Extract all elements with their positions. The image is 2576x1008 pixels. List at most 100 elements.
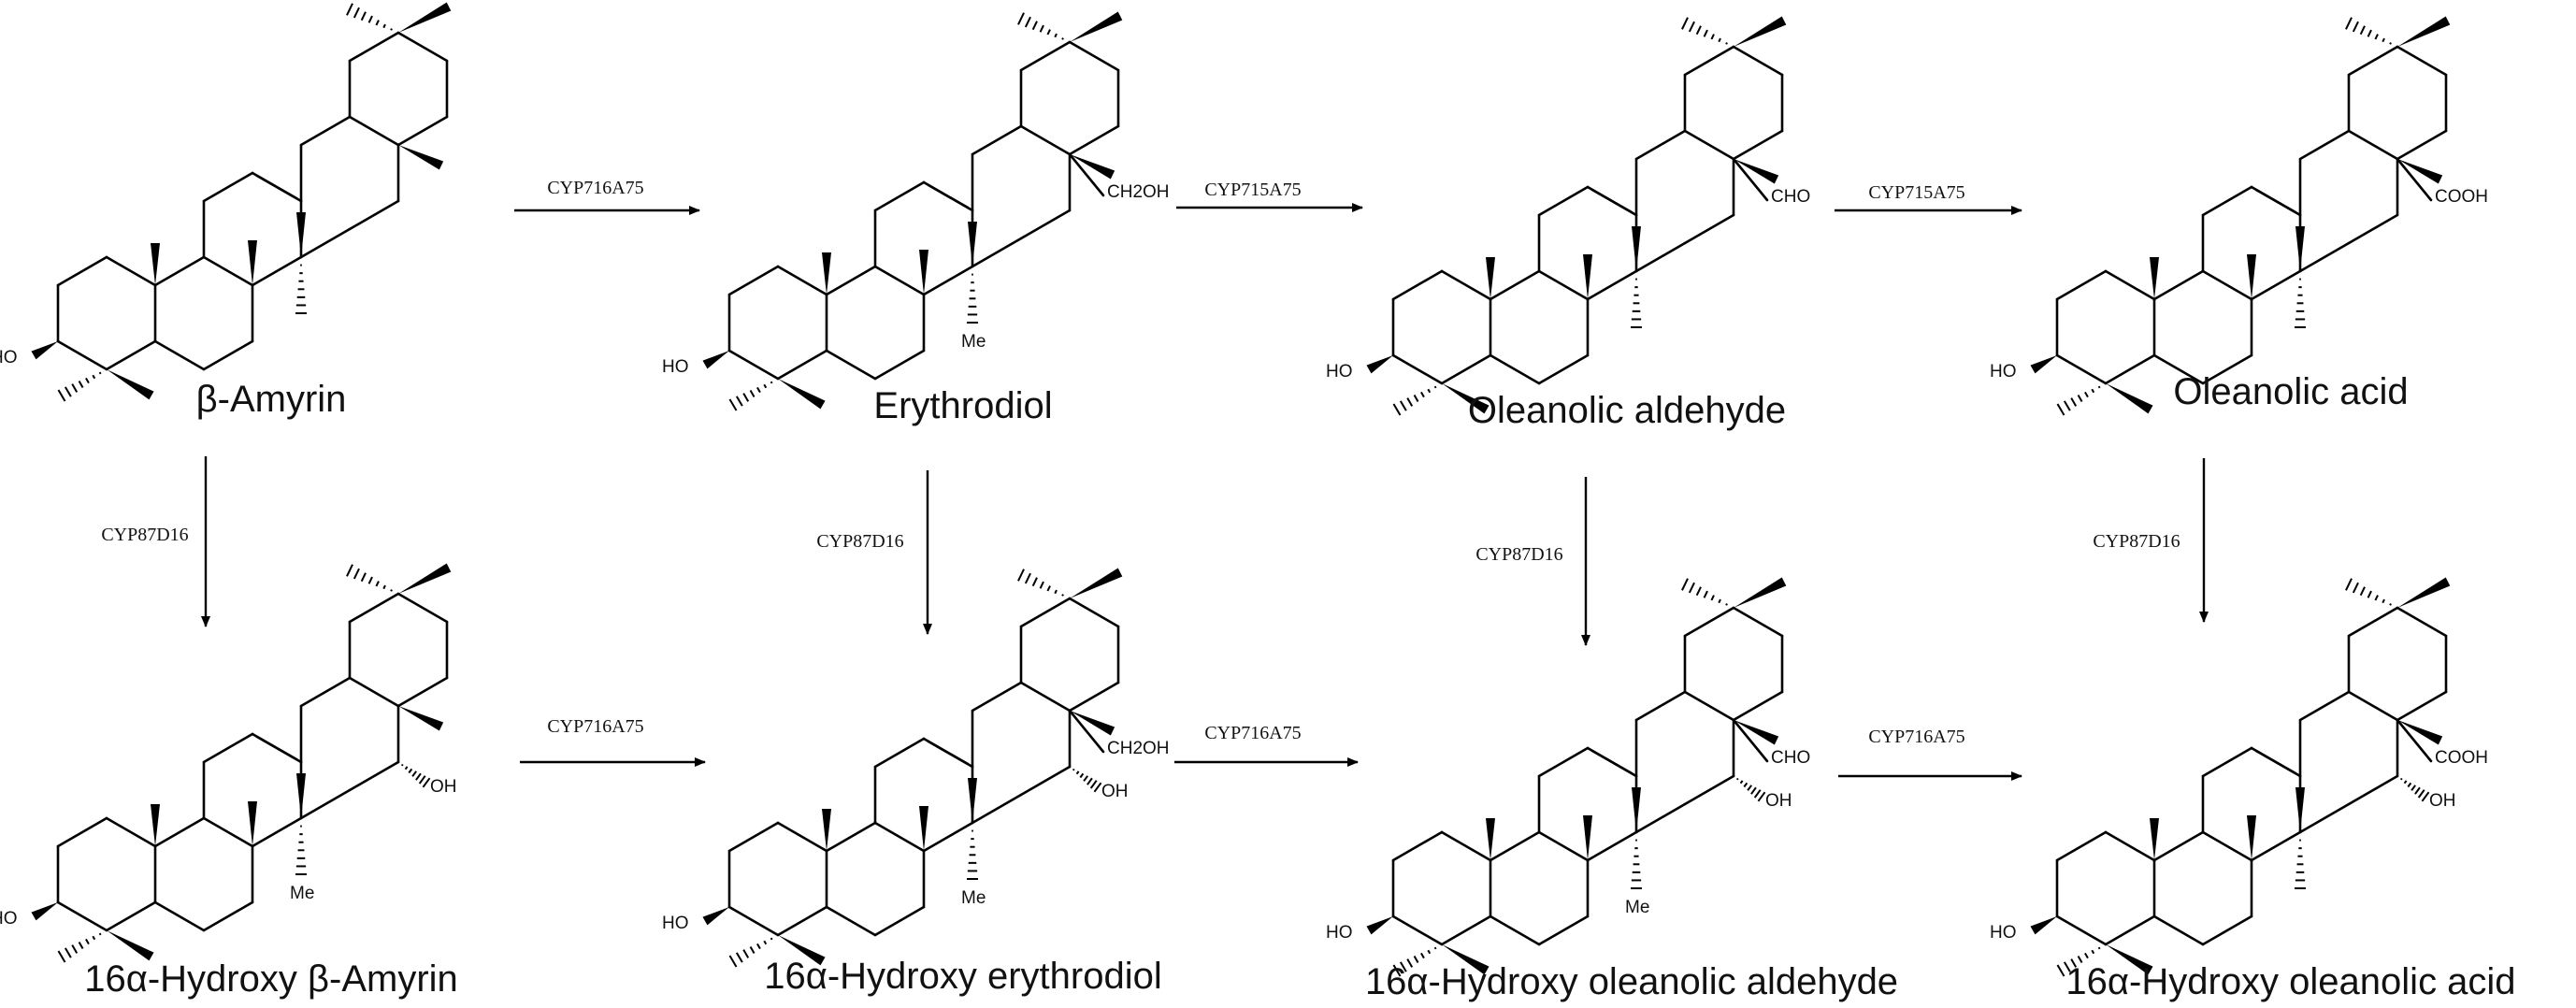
wedge-bond [248, 240, 257, 285]
hashed-bond [382, 584, 386, 590]
hashed-bond [78, 942, 84, 949]
bond [776, 821, 828, 853]
hashed-bond [2367, 590, 2372, 598]
bond [1068, 597, 1120, 628]
bond [2055, 353, 2108, 385]
hashed-bond [2417, 789, 2425, 799]
wedge-bond [398, 563, 452, 594]
c16-hydroxyl-label: OH [1765, 791, 1792, 811]
bond [2201, 185, 2253, 217]
wedge-bond [1366, 355, 1393, 374]
hashed-bond [728, 398, 738, 411]
hashed-bond [2367, 29, 2372, 37]
hashed-bond [1757, 791, 1766, 802]
hashed-bond [2056, 403, 2065, 416]
c28-substituent-label: CH2OH [1107, 182, 1170, 202]
bond [348, 592, 400, 624]
hashed-bond [411, 770, 417, 777]
hashed-bond [1420, 391, 1425, 398]
double-bond [2254, 749, 2297, 775]
bond [727, 821, 780, 853]
bond [1068, 681, 1120, 713]
bond [873, 265, 926, 296]
hashed-bond [2091, 949, 2095, 955]
hashed-bond [2374, 595, 2379, 601]
wedge-bond [2106, 944, 2153, 975]
bond [56, 255, 108, 287]
hashed-bond [1695, 586, 1702, 597]
hashed-bond [2374, 34, 2379, 40]
compound-name-h-amyrin: 16α-Hydroxy β-Amyrin [84, 958, 458, 1000]
hashed-bond [2359, 25, 2366, 36]
hashed-bond [375, 581, 380, 587]
hashed-bond [1725, 42, 1728, 45]
hashed-bond [1753, 789, 1762, 799]
wedge-bond [822, 809, 831, 851]
hashed-bond [2084, 391, 2089, 398]
wedge-bond [2295, 226, 2305, 271]
bond [1391, 353, 1444, 385]
double-bond [1590, 188, 1633, 214]
bond [202, 732, 254, 764]
hashed-bond [1039, 581, 1044, 589]
hashed-bond [360, 11, 367, 22]
hashed-bond [390, 28, 393, 31]
bond [1634, 129, 1687, 161]
hashed-bond [346, 564, 353, 577]
wedge-bond [31, 902, 58, 921]
hydroxyl-label: HO [1990, 362, 2017, 382]
wedge-bond [1734, 577, 1787, 608]
double-bond [1590, 749, 1633, 775]
hashed-bond [382, 23, 386, 29]
arrow-top-2-label: CYP715A75 [1204, 180, 1301, 200]
wedge-bond [2397, 577, 2451, 608]
hashed-bond [1427, 949, 1432, 955]
wedge-bond [1734, 720, 1779, 745]
hashed-bond [756, 943, 761, 950]
hashed-bond [735, 952, 743, 963]
hashed-bond [1039, 24, 1044, 33]
hashed-bond [1075, 770, 1080, 775]
c28-substituent-label: CHO [1771, 748, 1810, 768]
wedge-bond [296, 212, 306, 257]
bond [153, 339, 206, 371]
bond [1683, 213, 1735, 245]
hashed-bond [2097, 946, 2101, 950]
c16-hydroxyl-label: OH [430, 777, 457, 797]
bond [2250, 830, 2302, 862]
bond [1019, 681, 1072, 713]
bond [971, 124, 1023, 156]
c28-substituent-label: CHO [1771, 187, 1810, 207]
hashed-bond [85, 377, 90, 384]
bond [396, 115, 449, 147]
bond [2347, 213, 2399, 245]
bond [1391, 269, 1444, 301]
bond [1019, 40, 1072, 72]
hashed-bond [2411, 785, 2416, 791]
bond [202, 900, 254, 932]
hashed-bond [1054, 33, 1058, 38]
bond [825, 821, 877, 853]
wedge-bond [2247, 254, 2256, 299]
hydroxyl-label: HO [662, 357, 689, 377]
methyl-label: Me [290, 884, 314, 903]
arrow-bot-1-label: CYP716A75 [547, 716, 643, 737]
bond [2104, 269, 2156, 301]
c28-substituent-label: COOH [2435, 187, 2488, 207]
hydroxyl-label: HO [0, 909, 18, 929]
bond [776, 265, 828, 296]
wedge-bond [1734, 159, 1779, 184]
arrow-bot-3-label: CYP716A75 [1868, 727, 1964, 747]
bond [727, 349, 780, 381]
methyl-label: Me [1625, 898, 1649, 917]
compound-name-erythrodiol: Erythrodiol [873, 385, 1052, 426]
compound-name-ole-acid: Oleanolic acid [2173, 371, 2408, 412]
hashed-bond [1681, 17, 1689, 30]
hashed-bond [1413, 395, 1419, 402]
bond [105, 900, 157, 932]
bond [873, 180, 926, 212]
